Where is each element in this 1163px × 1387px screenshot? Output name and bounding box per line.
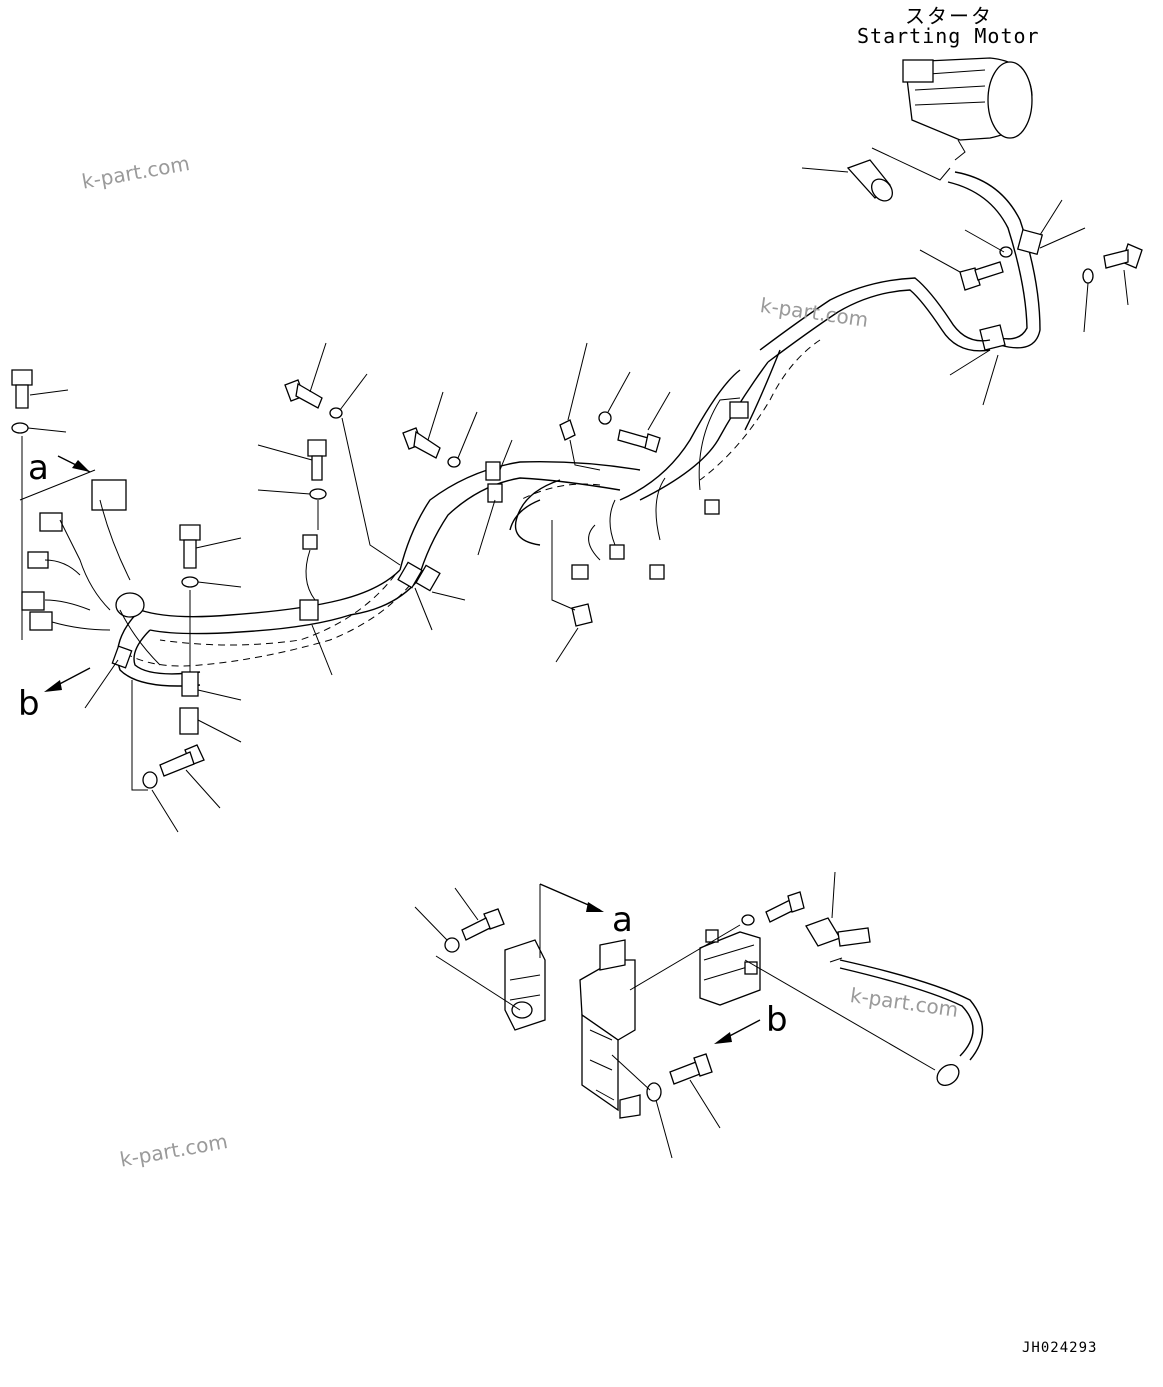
cable-lower <box>744 871 984 1086</box>
terminal-cap-starter <box>801 147 951 202</box>
bolt-top-2 <box>402 391 478 468</box>
bracket-assembly <box>579 939 641 1119</box>
clamp-2 <box>299 599 333 676</box>
drawing-id: JH024293 <box>1022 1340 1098 1356</box>
bolt-top-3 <box>559 342 671 471</box>
callout-b-lower: b <box>766 1000 788 1040</box>
bolt-vertical-1 <box>257 439 327 530</box>
bolt-top-1 <box>284 342 401 566</box>
relay-box-lower <box>699 929 761 1006</box>
bolt-lower-1 <box>414 887 521 1011</box>
bolt-starter-1 <box>919 249 1004 291</box>
callout-a-lower: a <box>612 900 633 940</box>
clamp-3 <box>477 439 513 556</box>
clamp-4 <box>84 645 133 709</box>
callout-a-upper: a <box>28 448 49 488</box>
bolt-lower-3 <box>611 1053 721 1159</box>
main-harness <box>116 277 991 687</box>
bolt-left-top <box>11 369 69 640</box>
bolt-starter-2 <box>1103 243 1143 269</box>
title-japanese: スタータ <box>905 4 993 28</box>
switch-relay-lower <box>504 939 546 1031</box>
starting-motor <box>902 57 1033 161</box>
bolt-vertical-2 <box>179 524 242 743</box>
relay-cluster <box>21 479 161 666</box>
cap-center <box>551 520 593 663</box>
clamp-1 <box>397 561 466 631</box>
bolt-lower-left <box>131 680 221 833</box>
title-english: Starting Motor <box>857 24 1040 48</box>
bolt-lower-2 <box>629 891 805 991</box>
callout-b-upper: b <box>18 684 40 724</box>
